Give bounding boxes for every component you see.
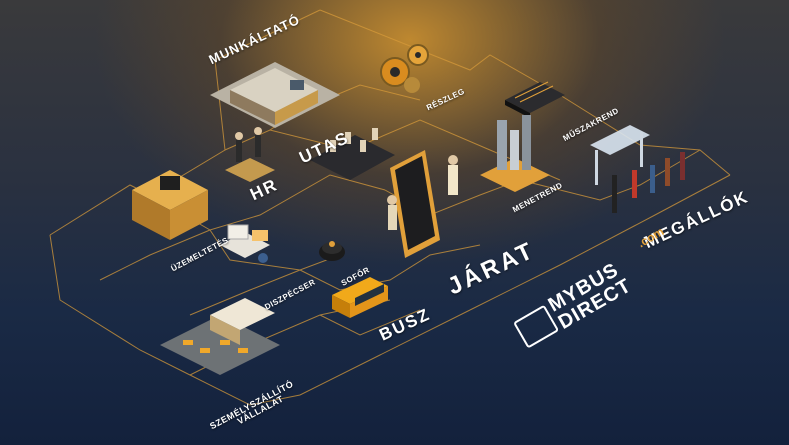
steering-wheel-icon — [319, 241, 345, 261]
connection-line — [319, 9, 561, 96]
connection-line — [49, 9, 321, 236]
connection-line — [99, 229, 211, 281]
city-icon — [480, 115, 550, 192]
phone-app-icon — [387, 150, 458, 258]
calendar-icon — [505, 81, 565, 118]
gears-icon — [380, 44, 429, 93]
connection-line — [49, 234, 471, 406]
bus-icon — [332, 277, 388, 318]
dispatcher-icon — [220, 224, 270, 263]
connection-line — [469, 174, 731, 311]
connection-line — [299, 244, 481, 291]
depot-icon — [160, 298, 280, 375]
logo-suffix: .com — [635, 224, 667, 251]
bus-stop-icon — [590, 125, 685, 213]
connection-line — [189, 269, 301, 316]
factory-icon — [210, 62, 340, 128]
passengers-icon — [310, 128, 395, 180]
connection-line — [319, 309, 421, 336]
server-icon — [132, 170, 208, 240]
people-icon — [225, 127, 275, 182]
connection-line — [559, 94, 731, 176]
